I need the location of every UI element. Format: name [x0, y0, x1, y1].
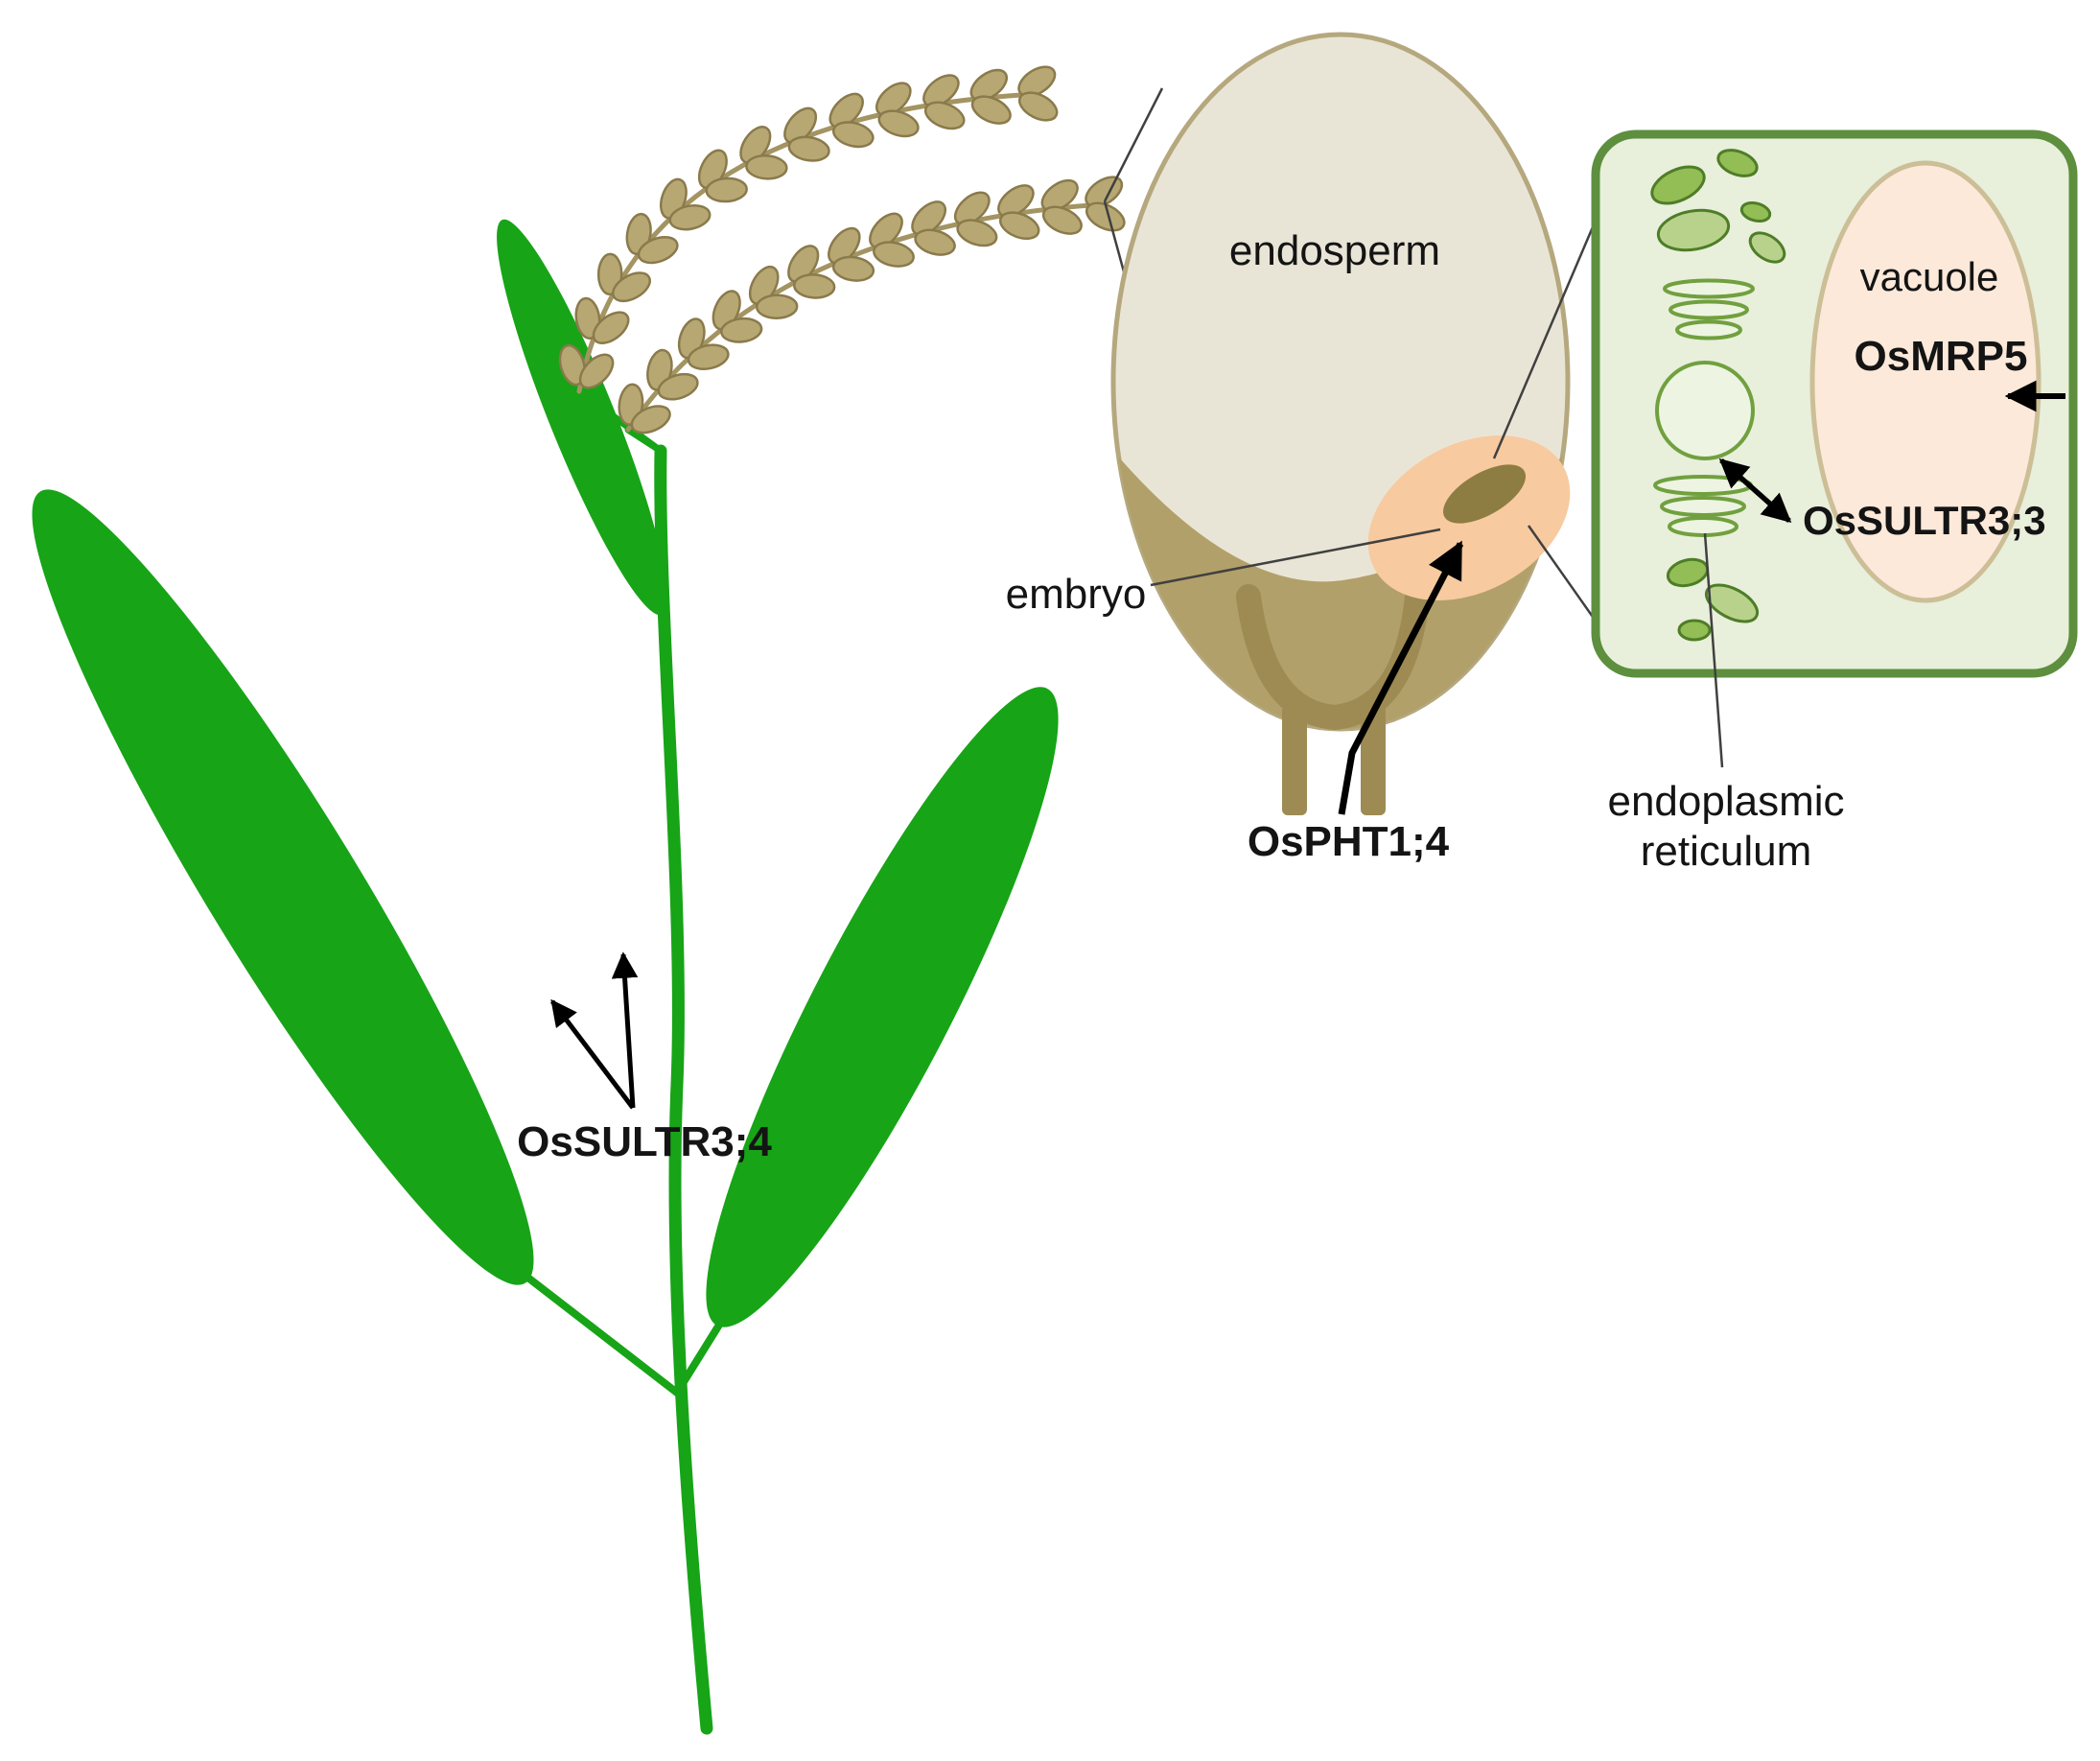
grain-spikelet — [1041, 205, 1083, 235]
grain-spikelet — [970, 95, 1012, 125]
grain-spikelet — [953, 191, 991, 226]
grain-spikelet — [1085, 201, 1126, 232]
er-pointer-line — [1703, 532, 1724, 768]
er-cisterna — [1653, 475, 1753, 496]
grain-spikelet — [828, 226, 861, 265]
osmrp5-label: OsMRP5 — [1855, 333, 2028, 380]
embryo-label: embryo — [1006, 571, 1147, 618]
grain-spikelet — [574, 296, 601, 340]
ospht14-label: OsPHT1;4 — [1248, 818, 1450, 865]
organelle-cluster-bottom — [1666, 557, 1760, 642]
zoom-line-cell-bottom — [1527, 525, 1597, 621]
grain-spikelet — [877, 109, 920, 138]
ossultr33-label: OsSULTR3;3 — [1803, 498, 2046, 543]
grain-spikelet — [1040, 178, 1079, 212]
grain-spikelet — [745, 154, 788, 180]
seed-lower-region — [1113, 451, 1568, 729]
vacuole-label: vacuole — [1860, 254, 1999, 299]
leaf-flag — [497, 219, 667, 616]
grain-spikelet — [637, 235, 679, 265]
seed-diagram: endosperm embryo OsPHT1;4 — [1006, 32, 1571, 865]
grain-spikelet — [914, 228, 956, 256]
grain-spikelet — [969, 68, 1009, 102]
main-stem — [654, 444, 713, 1735]
ossultr34-label: OsSULTR3;4 — [517, 1118, 772, 1165]
grain-spikelet — [592, 311, 630, 344]
grain-spikelet — [687, 343, 730, 370]
organelle — [1716, 149, 1759, 177]
organelle — [1650, 165, 1706, 205]
er-stack-upper — [1663, 278, 1755, 340]
er-cisterna — [1675, 319, 1742, 340]
er-stack-lower — [1653, 475, 1753, 537]
ossultr34-arrow-leaf — [550, 998, 635, 1110]
grain-spikelet — [787, 135, 830, 162]
left-leaf-sheath — [522, 1272, 681, 1397]
grain-spikelet — [923, 101, 966, 130]
grain-spikelet — [657, 372, 699, 401]
grain-cluster-2 — [618, 176, 1126, 434]
grain-spikelet — [668, 203, 712, 231]
pedicel-prong-left — [1282, 705, 1307, 815]
grain-spikelet — [869, 212, 903, 249]
embryo-pointer-line — [1150, 528, 1441, 587]
ossultr33-double-arrow — [1718, 458, 1792, 524]
grain-spikelet — [612, 271, 651, 303]
grain-spikelet — [720, 317, 763, 343]
grain-spikelet — [873, 241, 915, 268]
grain-spikelet — [911, 200, 947, 236]
leaf-right — [706, 687, 1059, 1327]
grain-spikelet — [578, 353, 615, 389]
grain-spikelet — [630, 405, 671, 434]
ossultr34-arrow-stem — [611, 951, 639, 1109]
zoom-line-panicle-top — [1103, 87, 1164, 202]
grain-spikelet — [558, 343, 587, 387]
grain-spikelet — [755, 294, 799, 319]
grain-spikelet — [1017, 91, 1059, 122]
panicle-base-branch-2 — [624, 426, 665, 455]
organelle — [1704, 583, 1760, 623]
er-cisterna — [1660, 496, 1746, 517]
organelle — [1677, 619, 1712, 642]
grain-spikelet — [787, 245, 820, 284]
rice-plant: OsSULTR3;4 — [32, 65, 1126, 1735]
right-leaf-sheath — [673, 1318, 725, 1397]
grain-spikelet — [998, 211, 1040, 241]
er-cisterna — [1663, 278, 1755, 299]
organelle — [1748, 231, 1786, 264]
leaf-left — [32, 489, 534, 1285]
grain-spikelet — [739, 126, 772, 164]
grain-spikelet — [831, 121, 875, 149]
grain-spikelet — [1017, 65, 1057, 98]
pedicel-prong-right — [1361, 705, 1386, 815]
grain-spikelet — [705, 176, 748, 203]
cell-diagram: vacuole OsMRP5 OsSUL — [1492, 129, 2078, 875]
endosperm-label: endosperm — [1229, 227, 1440, 274]
grain-spikelet — [783, 106, 818, 145]
grain-spikelet — [831, 255, 875, 282]
organelle — [1739, 200, 1772, 223]
grain-spikelet — [875, 82, 912, 117]
vesicle-body — [1655, 361, 1755, 460]
embryo-body — [1443, 464, 1526, 524]
vacuole — [1809, 160, 2042, 603]
er-cisterna — [1668, 299, 1749, 320]
grain-spikelet — [997, 184, 1035, 218]
er-cisterna — [1668, 516, 1738, 537]
grain-cluster-1 — [558, 65, 1059, 389]
grain-spikelet — [828, 92, 864, 129]
grain-spikelet — [922, 74, 960, 107]
grain-spikelet — [956, 219, 998, 247]
er-label-line1: endoplasmic — [1607, 778, 1844, 825]
organelle — [1656, 208, 1731, 252]
organelle-cluster-top — [1650, 149, 1786, 264]
panicle — [558, 65, 1126, 434]
ospht14-arrow — [1338, 540, 1464, 815]
er-label-line2: reticulum — [1641, 828, 1812, 875]
grain-spikelet — [792, 273, 836, 299]
zoom-line-cell-top — [1492, 222, 1597, 459]
